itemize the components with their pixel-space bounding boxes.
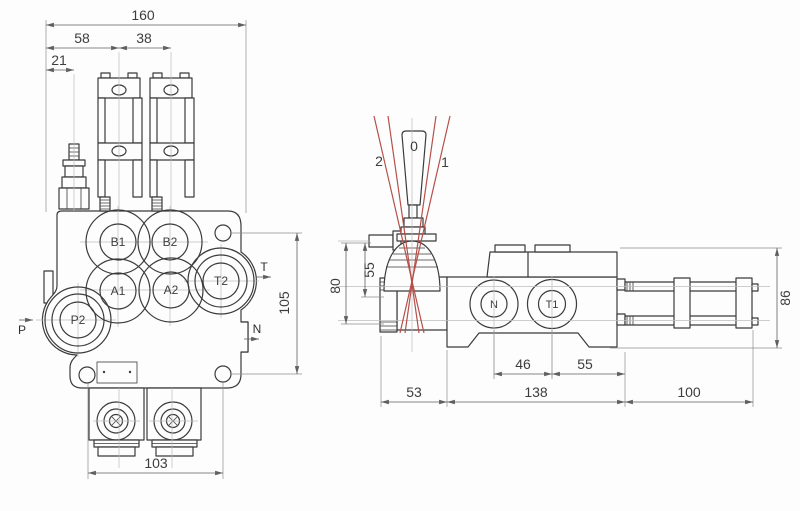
port-label-b2: B2	[163, 235, 178, 249]
front-centerlines	[36, 52, 259, 468]
dim-cap-pitch: 103	[144, 455, 168, 471]
flow-label-n: N	[253, 322, 262, 336]
front-dimensions: 160 58 38 21 105 103	[45, 7, 302, 479]
side-view: N T1 0 2 1	[327, 115, 793, 407]
cover-tab	[494, 244, 526, 253]
dim-side-height: 86	[777, 290, 793, 306]
spool-end-caps	[88, 387, 202, 457]
end-tab	[616, 278, 626, 291]
cover-tab	[534, 244, 571, 253]
port-label-a2: A2	[164, 283, 179, 297]
spool-tower-2	[149, 72, 195, 212]
dim-extension-length: 100	[677, 384, 701, 400]
rod-bracket	[673, 277, 691, 329]
top-cover	[486, 251, 618, 278]
bolt-hole	[214, 224, 232, 242]
flow-arrow-n: N	[244, 322, 262, 342]
flow-arrow-t: T	[256, 260, 271, 280]
lever-pos-0: 0	[410, 138, 418, 154]
dim-total-width: 160	[131, 7, 155, 23]
rod-bracket	[735, 277, 753, 329]
flow-label-p: P	[18, 323, 26, 337]
plate-rivet	[128, 370, 132, 374]
port-label-a1: A1	[111, 284, 126, 298]
dim-lever-80: 80	[327, 278, 343, 294]
end-tab	[616, 313, 626, 326]
lever-pos-2: 2	[375, 153, 383, 169]
port-b2: B2	[137, 209, 203, 275]
port-t2: T2	[187, 247, 255, 315]
side-pin	[368, 234, 394, 248]
flow-arrow-p: P	[18, 317, 33, 337]
front-view: B1 B2 A1 A2 T2 P2 P T	[18, 7, 302, 479]
port-label-t2: T2	[214, 274, 228, 288]
dim-body-length: 138	[524, 384, 548, 400]
lever-stem	[408, 204, 418, 219]
port-label-b1: B1	[111, 235, 126, 249]
flow-label-t: T	[260, 260, 268, 274]
lever-handle	[401, 130, 427, 206]
bolt-hole	[78, 366, 96, 384]
dim-body-height: 105	[276, 291, 292, 315]
port-p2: P2	[44, 286, 112, 354]
dim-relief-offset: 21	[51, 52, 67, 68]
lever-pos-1: 1	[441, 154, 449, 170]
port-label-p2: P2	[71, 313, 86, 327]
dim-inlet-length: 53	[406, 384, 422, 400]
plate-rivet	[102, 370, 106, 374]
dim-lever-55: 55	[361, 262, 377, 278]
bolt-hole	[214, 365, 232, 383]
name-plate	[96, 361, 138, 384]
port-b1: B1	[85, 209, 151, 275]
dim-spool-pitch: 38	[136, 30, 152, 46]
dim-spool1-offset: 58	[74, 30, 90, 46]
spool-tower-1	[97, 72, 143, 212]
lever-position-lines	[373, 115, 451, 334]
lever-assembly	[368, 130, 441, 292]
side-dimensions: 55 80 46 55 53 138 100 86	[327, 242, 793, 407]
dim-port-to-end: 55	[577, 356, 593, 372]
dim-port-pitch: 46	[515, 356, 531, 372]
port-a1: A1	[85, 258, 151, 324]
